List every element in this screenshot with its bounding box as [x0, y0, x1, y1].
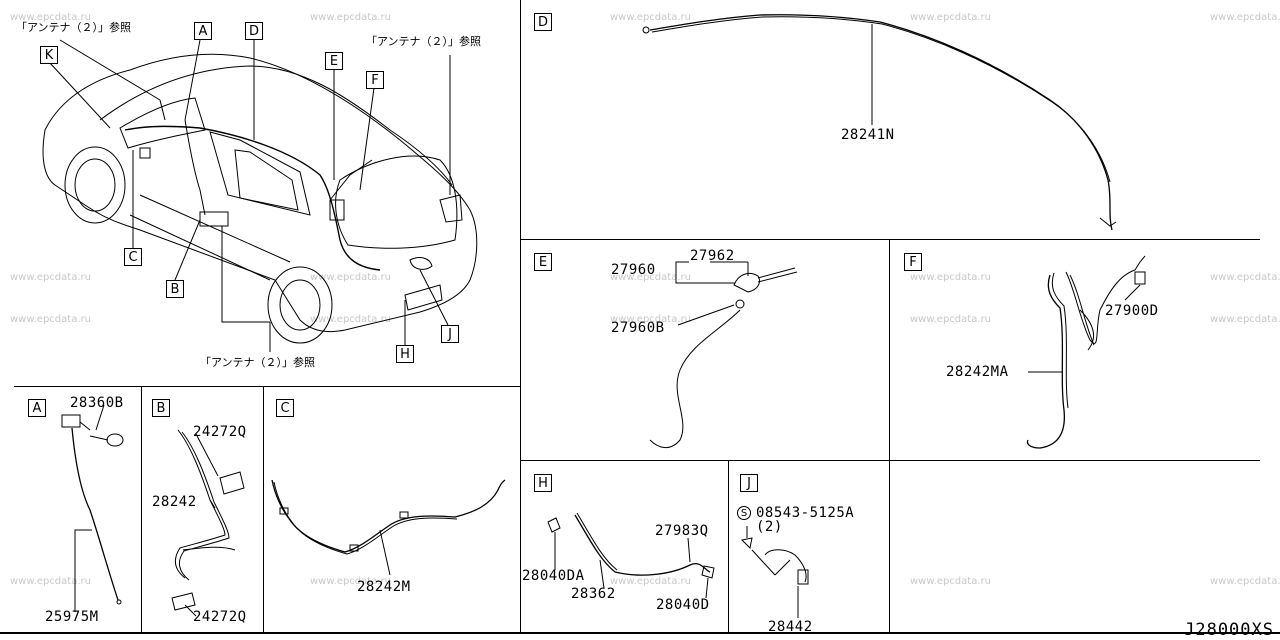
divider-ef-bottom [520, 460, 1260, 461]
watermark-text: www.epcdata.ru [310, 272, 391, 283]
part-28360B[interactable]: 28360B [70, 395, 124, 411]
watermark-text: www.epcdata.ru [610, 12, 691, 23]
part-28242[interactable]: 28242 [152, 494, 197, 510]
part-28362[interactable]: 28362 [571, 586, 616, 602]
section-f-label: F [904, 253, 922, 271]
watermark-text: www.epcdata.ru [910, 12, 991, 23]
watermark-text: www.epcdata.ru [1210, 12, 1280, 23]
part-27900D[interactable]: 27900D [1105, 303, 1159, 319]
section-j-label: J [740, 474, 758, 492]
overview-callout-d[interactable]: D [245, 22, 263, 40]
diagram-code: J28000XS [1184, 620, 1274, 640]
overview-callout-k[interactable]: K [40, 46, 58, 64]
ref-note-antenna-1: 「アンテナ（２）」参照 [16, 21, 132, 34]
watermark-text: www.epcdata.ru [1210, 576, 1280, 587]
overview-callout-h[interactable]: H [396, 345, 414, 363]
watermark-text: www.epcdata.ru [610, 314, 691, 325]
watermark-text: www.epcdata.ru [610, 272, 691, 283]
watermark-text: www.epcdata.ru [310, 576, 391, 587]
part-27962[interactable]: 27962 [690, 248, 735, 264]
symbol-s-icon: S [737, 506, 751, 520]
part-24272Q-upper[interactable]: 24272Q [193, 424, 247, 440]
part-28040DA[interactable]: 28040DA [522, 568, 585, 584]
watermark-text: www.epcdata.ru [910, 576, 991, 587]
section-a-label: A [28, 399, 46, 417]
watermark-text: www.epcdata.ru [310, 12, 391, 23]
overview-callout-e[interactable]: E [325, 52, 343, 70]
overview-callout-c[interactable]: C [124, 248, 142, 266]
overview-callout-j[interactable]: J [441, 325, 459, 343]
divider-a-b [141, 386, 142, 632]
watermark-text: www.epcdata.ru [10, 314, 91, 325]
part-quantity-2: (2) [756, 519, 783, 535]
part-27960[interactable]: 27960 [611, 262, 656, 278]
watermark-text: www.epcdata.ru [10, 576, 91, 587]
overview-callout-a[interactable]: A [194, 22, 212, 40]
section-h-label: H [534, 474, 552, 492]
watermark-text: www.epcdata.ru [10, 272, 91, 283]
bottom-border [0, 632, 1280, 634]
part-25975M[interactable]: 25975M [45, 609, 99, 625]
watermark-text: www.epcdata.ru [1210, 272, 1280, 283]
part-28242M[interactable]: 28242M [357, 579, 411, 595]
part-28242MA[interactable]: 28242MA [946, 364, 1009, 380]
divider-overview-bottom [14, 386, 520, 387]
watermark-text: www.epcdata.ru [910, 314, 991, 325]
watermark-text: www.epcdata.ru [310, 314, 391, 325]
divider-e-f [889, 239, 890, 632]
watermark-text: www.epcdata.ru [10, 12, 91, 23]
divider-h-j [728, 460, 729, 632]
divider-d-bottom [520, 239, 1260, 240]
section-c-label: C [276, 399, 294, 417]
part-27960B[interactable]: 27960B [611, 320, 665, 336]
section-d-label: D [534, 13, 552, 31]
overview-callout-f[interactable]: F [366, 71, 384, 89]
ref-note-antenna-3: 「アンテナ（２）」参照 [200, 356, 316, 369]
section-b-label: B [152, 399, 170, 417]
part-27983Q[interactable]: 27983Q [655, 523, 709, 539]
part-24272Q-lower[interactable]: 24272Q [193, 609, 247, 625]
divider-vertical-main [520, 0, 521, 632]
ref-note-antenna-2: 「アンテナ（２）」参照 [366, 35, 482, 48]
overview-callout-b[interactable]: B [166, 280, 184, 298]
part-28040D[interactable]: 28040D [656, 597, 710, 613]
watermark-text: www.epcdata.ru [1210, 314, 1280, 325]
watermark-text: www.epcdata.ru [910, 272, 991, 283]
watermark-text: www.epcdata.ru [610, 576, 691, 587]
part-28241N[interactable]: 28241N [841, 127, 895, 143]
part-28442[interactable]: 28442 [768, 619, 813, 635]
section-e-label: E [534, 253, 552, 271]
divider-b-c [263, 386, 264, 632]
part-08543-5125A[interactable]: 08543-5125A [756, 505, 855, 521]
